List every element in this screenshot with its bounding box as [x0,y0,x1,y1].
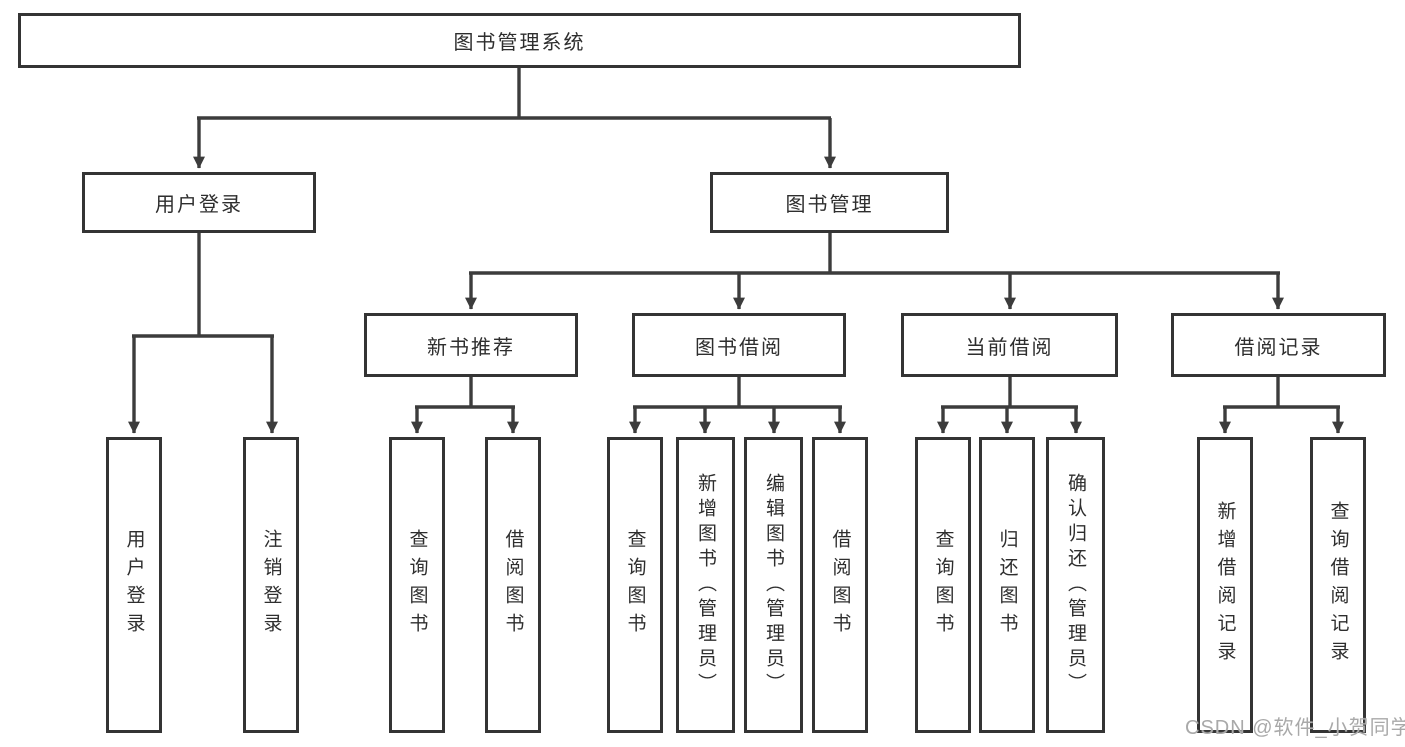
leaf-user-login: 用户登录 [106,437,162,733]
leaf-label: 用户登录 [123,529,145,641]
leaf-label: 查询图书 [932,529,954,641]
leaf-label: 新增借阅记录 [1214,501,1236,669]
leaf-label: 查询图书 [624,529,646,641]
node-label: 图书借阅 [695,336,783,359]
leaf-query-books-current: 查询图书 [915,437,971,733]
leaf-return-books: 归还图书 [979,437,1035,733]
leaf-confirm-return-admin: 确认归还（管理员） [1046,437,1105,733]
node-user-login: 用户登录 [82,172,316,233]
leaf-label: 查询图书 [406,529,428,641]
leaf-add-borrow-record: 新增借阅记录 [1197,437,1253,733]
node-library-management-system: 图书管理系统 [18,13,1021,68]
node-book-management: 图书管理 [710,172,949,233]
leaf-label: 借阅图书 [502,529,524,641]
leaf-query-borrow-record: 查询借阅记录 [1310,437,1366,733]
leaf-edit-book-admin: 编辑图书（管理员） [744,437,803,733]
leaf-label: 归还图书 [996,529,1018,641]
leaf-borrow-books-recommend: 借阅图书 [485,437,541,733]
node-label: 图书管理 [785,194,874,216]
node-label: 图书管理系统 [453,32,586,54]
leaf-add-book-admin: 新增图书（管理员） [676,437,735,733]
node-label: 新书推荐 [427,336,515,359]
node-current-borrowing: 当前借阅 [901,313,1118,377]
leaf-query-books-borrow: 查询图书 [607,437,663,733]
node-label: 用户登录 [155,194,243,216]
leaf-borrow-books: 借阅图书 [812,437,868,733]
leaf-logout: 注销登录 [243,437,299,733]
node-new-book-recommendation: 新书推荐 [364,313,578,377]
leaf-label: 借阅图书 [829,529,851,641]
leaf-label: 确认归还（管理员） [1065,472,1086,698]
node-label: 借阅记录 [1234,336,1323,359]
leaf-label: 编辑图书（管理员） [763,472,784,698]
leaf-label: 注销登录 [260,529,282,641]
leaf-query-books-recommend: 查询图书 [389,437,445,733]
csdn-watermark: CSDN @软件_小贺同学 [1185,717,1405,739]
leaf-label: 查询借阅记录 [1327,501,1349,669]
node-borrowing-records: 借阅记录 [1171,313,1386,377]
node-book-borrowing: 图书借阅 [632,313,846,377]
node-label: 当前借阅 [965,336,1054,359]
leaf-label: 新增图书（管理员） [695,472,716,698]
